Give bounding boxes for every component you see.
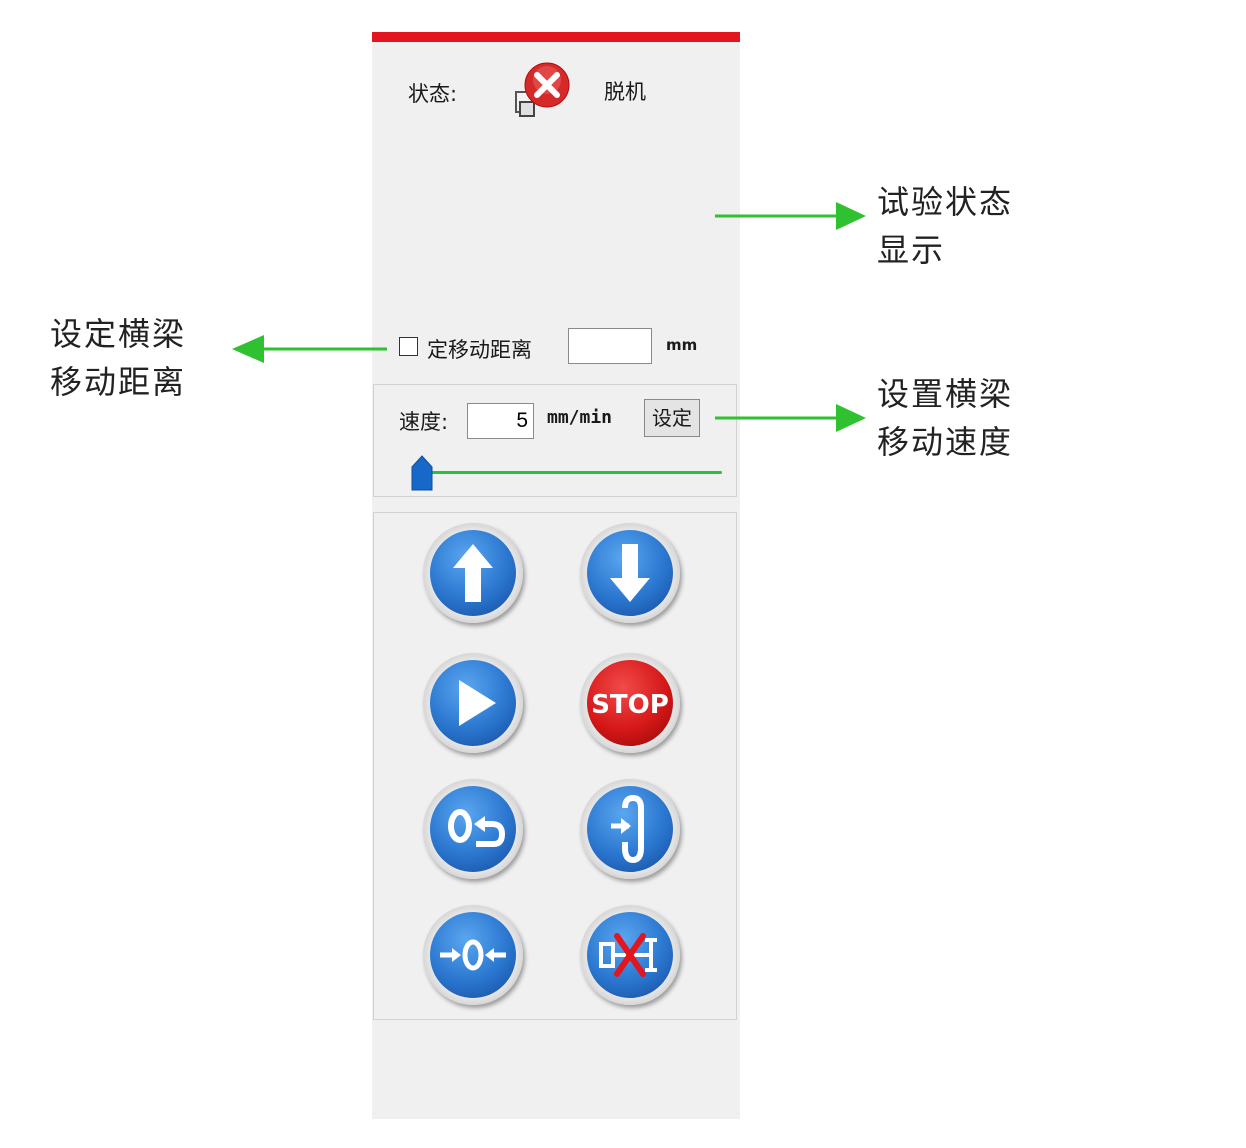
speed-label: 速度: [399,410,449,434]
clamp-icon [611,794,644,864]
speed-unit: mm/min [547,407,613,428]
annotation-test-status-line1: 试验状态 [877,183,1014,221]
speed-annotation-arrow [715,404,866,432]
clear-icon [599,933,657,977]
stop-button-label: STOP [591,690,669,720]
panel-top-bar [372,32,740,42]
annotation-move-distance-line2: 移动距离 [50,363,187,401]
distance-input[interactable] [568,328,652,364]
distance-annotation-arrow [232,335,387,363]
annotation-test-status: 试验状态 显示 [877,178,1013,274]
status-value: 脱机 [604,80,646,104]
offline-error-icon [515,62,570,117]
zero-reset-button[interactable] [423,905,523,1005]
distance-unit: mm [666,336,698,354]
return-zero-icon [448,809,506,847]
clear-button[interactable] [580,905,680,1005]
annotation-move-speed-line1: 设置横梁 [877,375,1014,413]
return-to-zero-button[interactable] [423,779,523,879]
move-up-button[interactable] [423,523,523,623]
annotation-move-speed: 设置横梁 移动速度 [877,370,1013,466]
speed-input[interactable] [467,403,534,439]
zero-center-icon [440,939,506,971]
annotation-move-distance: 设定横梁 移动距离 [50,310,186,406]
fixed-distance-label: 定移动距离 [427,338,532,362]
start-button[interactable] [423,653,523,753]
speed-slider-thumb[interactable] [411,455,433,491]
status-label: 状态: [408,82,458,106]
clamp-button[interactable] [580,779,680,879]
speed-group: 速度: mm/min 设定 [373,384,737,497]
status-annotation-arrow [715,202,866,230]
arrow-down-icon [610,544,650,602]
annotation-move-distance-line1: 设定横梁 [50,315,187,353]
set-speed-button[interactable]: 设定 [644,399,700,437]
fixed-distance-checkbox[interactable] [399,337,418,356]
move-down-button[interactable] [580,523,680,623]
stop-icon: STOP [591,690,669,720]
play-icon [459,680,496,726]
motion-buttons-group: STOP [373,512,737,1020]
annotation-move-speed-line2: 移动速度 [877,423,1014,461]
stop-button[interactable]: STOP [580,653,680,753]
arrow-up-icon [453,544,493,602]
control-panel: 状态: 脱机 定移动距离 mm 速度: mm/min 设定 [372,32,740,1119]
speed-slider-track[interactable] [424,471,722,474]
annotation-test-status-line2: 显示 [877,231,946,269]
